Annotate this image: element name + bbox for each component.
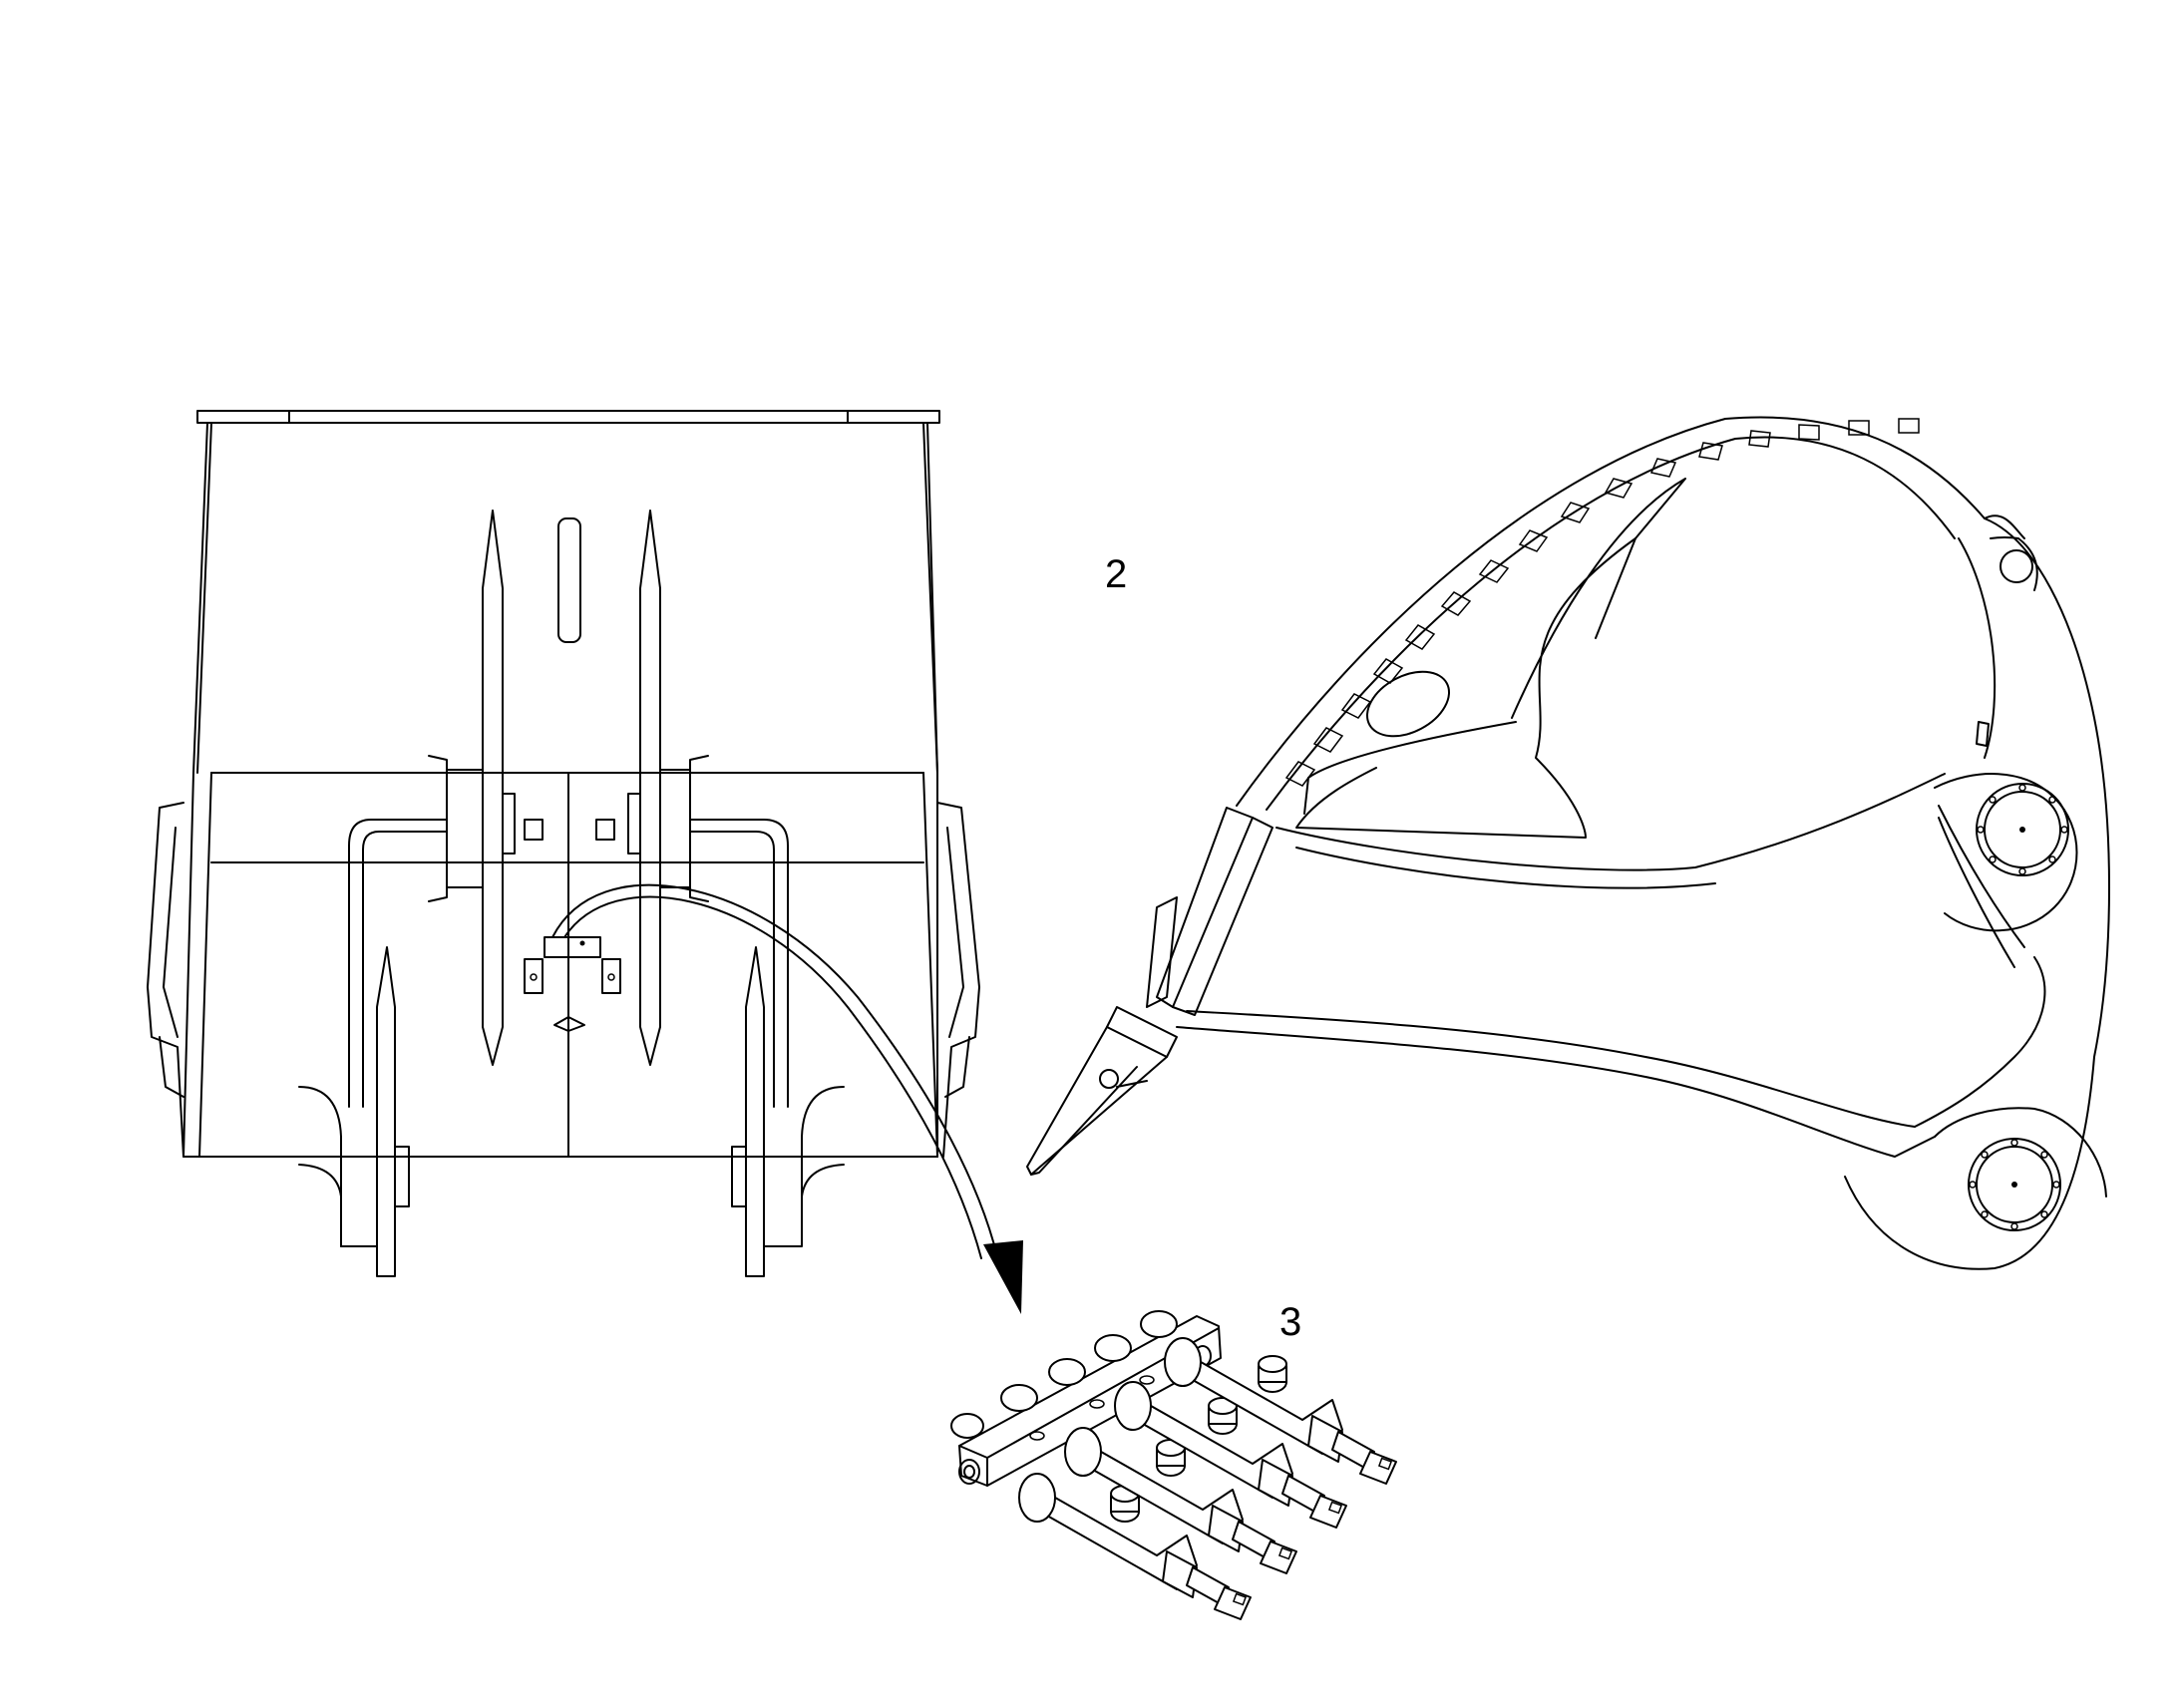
callout-distributor: 3: [1279, 1300, 1302, 1344]
arrowhead: [983, 1240, 1023, 1314]
callout-bucket-side: 2: [1105, 552, 1128, 596]
distributor-block: [950, 1310, 1397, 1620]
bucket-front-view: [147, 410, 1023, 1314]
bucket-side-view: [1026, 416, 2110, 1270]
